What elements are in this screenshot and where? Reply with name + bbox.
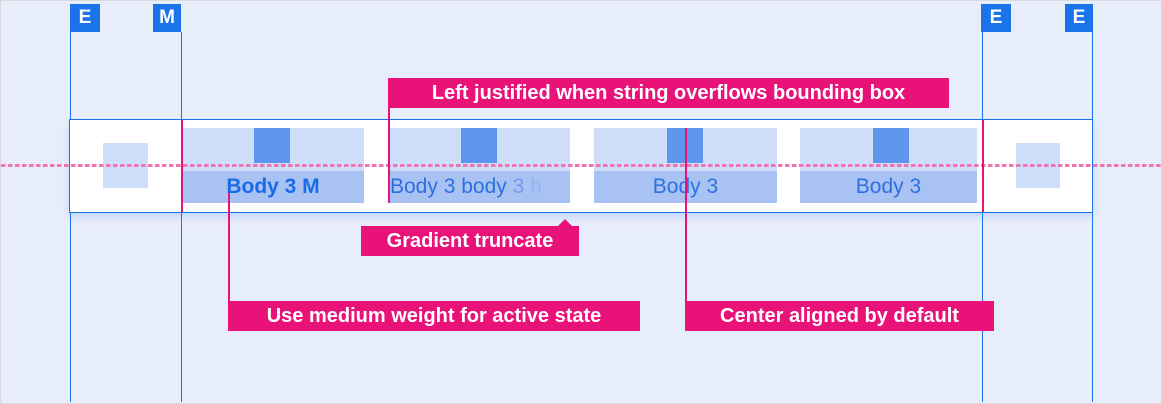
margin-marker-line-right [981, 120, 984, 212]
spacing-badge-e-right-outer: E [1065, 4, 1093, 32]
annotation-gradient-truncate: Gradient truncate [361, 219, 579, 256]
tab-label: Body 3 [800, 171, 977, 203]
tab-label-fade-part: 3 [506, 175, 525, 198]
guide-line-right-inner [981, 32, 983, 402]
tab-icon-box [461, 128, 497, 163]
annotation-medium-weight: Use medium weight for active state [228, 301, 640, 331]
tab-label: Body 3 M [182, 171, 364, 203]
spacing-badge-e-right-inner: E [981, 4, 1011, 32]
center-dashed-guide-line [1, 163, 1161, 167]
pointer-line-left-justified [388, 108, 390, 203]
tab-label-gradient-truncated: Body 3 body 3 b [388, 171, 570, 203]
guide-line-left-outer [69, 32, 71, 402]
annotation-center-aligned: Center aligned by default [685, 301, 994, 331]
tab-icon-box [873, 128, 909, 163]
annotation-pointer-triangle [557, 219, 573, 227]
guide-line-left-inner [180, 32, 182, 402]
pointer-line-center-aligned [685, 128, 687, 301]
tab-label-solid-part: Body 3 body [390, 175, 507, 198]
tab-label-fade-end-part: b [524, 175, 542, 198]
annotation-left-justified: Left justified when string overflows bou… [388, 78, 949, 108]
guide-line-right-outer [1091, 32, 1094, 402]
spacing-badge-m: M [153, 4, 181, 32]
tab-icon-box [254, 128, 290, 163]
margin-marker-line-left [180, 120, 183, 212]
spacing-badge-e-left: E [70, 4, 100, 32]
pointer-line-medium-weight [228, 193, 230, 301]
